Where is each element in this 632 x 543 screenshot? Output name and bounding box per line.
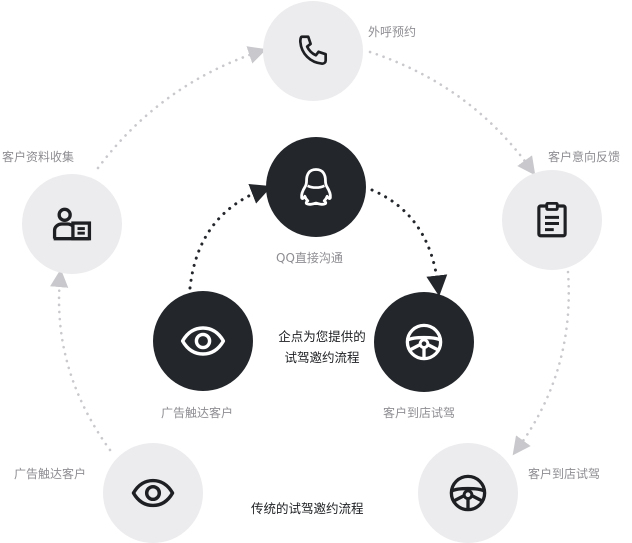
eye-icon: [180, 326, 226, 356]
arrow-call-to-feedback: [368, 50, 536, 176]
step-qq-chat: [266, 137, 366, 237]
inner-cycle-caption: 企点为您提供的 试驾邀约流程: [262, 326, 382, 368]
step-store-visit-outer: [418, 443, 518, 543]
inner-caption-line1: 企点为您提供的: [278, 329, 366, 344]
step-store-visit-inner-label: 客户到店试驾: [383, 406, 456, 420]
outer-cycle-caption: 传统的试驾邀约流程: [251, 501, 364, 516]
arrow-qq-to-visit: [370, 188, 448, 297]
inner-caption-line2: 试驾邀约流程: [284, 350, 360, 365]
step-outbound-call: [263, 1, 363, 101]
step-data-collection: [22, 174, 122, 274]
step-store-visit-outer-label: 客户到店试驾: [528, 467, 601, 481]
steering-wheel-icon: [405, 323, 443, 361]
penguin-icon: [300, 168, 332, 206]
arrow-ad-to-qq: [188, 184, 272, 290]
arrow-feedback-to-visit: [512, 270, 570, 456]
step-data-collection-label: 客户资料收集: [2, 150, 75, 164]
eye-icon: [131, 478, 175, 508]
step-outbound-call-label: 外呼预约: [368, 25, 417, 39]
step-ad-reach-outer: [103, 443, 203, 543]
step-store-visit-inner: [374, 292, 474, 392]
id-card-icon: [52, 207, 92, 241]
step-ad-reach-inner: [153, 291, 253, 391]
clipboard-icon: [537, 201, 567, 238]
step-ad-reach-outer-label: 广告触达客户: [14, 467, 87, 481]
arrow-ad-to-collect: [50, 268, 112, 452]
arrow-collect-to-call: [96, 46, 267, 170]
step-intent-feedback-label: 客户意向反馈: [548, 150, 621, 164]
step-ad-reach-inner-label: 广告触达客户: [161, 406, 234, 420]
step-qq-chat-label: QQ直接沟通: [276, 251, 343, 265]
steering-wheel-icon: [449, 474, 487, 512]
phone-icon: [298, 35, 328, 66]
step-intent-feedback: [502, 170, 602, 270]
